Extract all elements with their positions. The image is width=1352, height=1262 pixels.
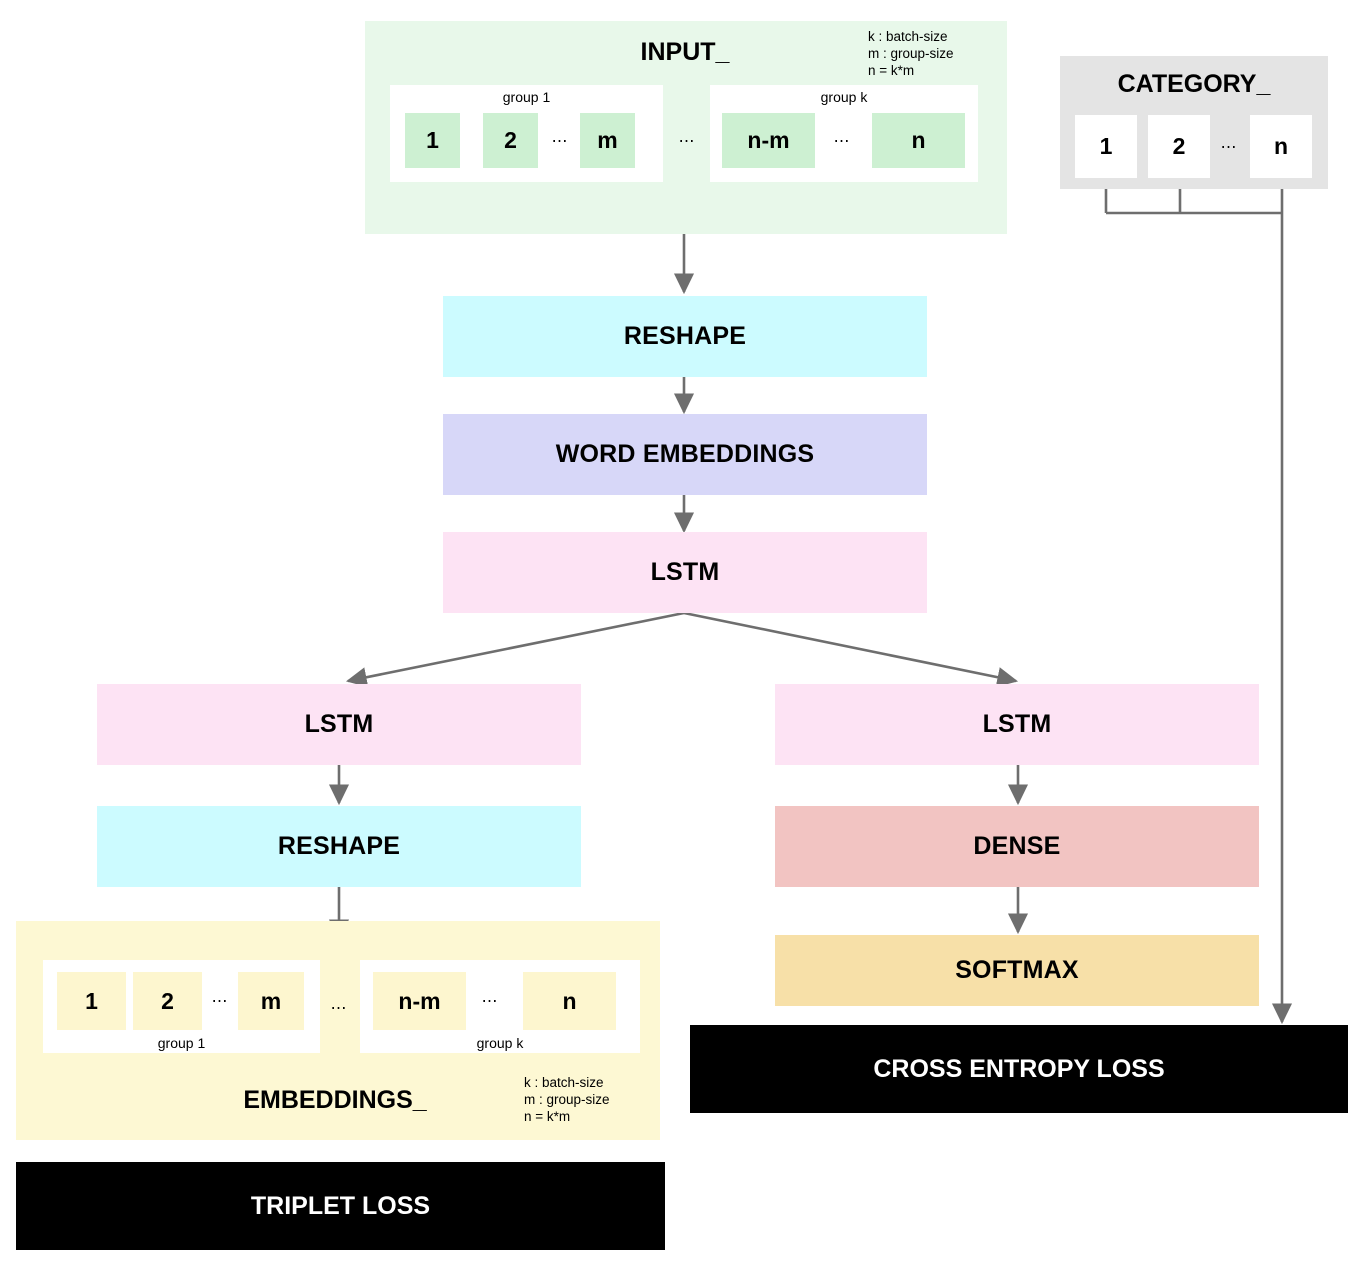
triplet-loss-box: TRIPLET LOSS (16, 1162, 665, 1250)
input-cell-2: 2 (483, 113, 538, 168)
embeddings-cell-2: 2 (133, 972, 202, 1030)
input-dots-between-groups: ⋯ (678, 132, 696, 150)
input-cell-n-minus-m: n-m (722, 113, 815, 168)
embeddings-cell-n: n (523, 972, 616, 1030)
cross-entropy-loss-box: CROSS ENTROPY LOSS (690, 1025, 1348, 1113)
input-legend: k : batch-size m : group-size n = k*m (868, 29, 954, 78)
stage-softmax: SOFTMAX (775, 935, 1259, 1006)
category-cell-1: 1 (1075, 115, 1137, 178)
stage-lstm-right: LSTM (775, 684, 1259, 765)
embeddings-group-1-label: group 1 (157, 1035, 206, 1051)
embeddings-dots-group-1: ⋯ (211, 993, 229, 1010)
input-cell-1: 1 (405, 113, 460, 168)
embeddings-legend: k : batch-size m : group-size n = k*m (524, 1075, 610, 1124)
stage-reshape-top: RESHAPE (443, 296, 927, 377)
embeddings-cell-m: m (238, 972, 304, 1030)
stage-dense: DENSE (775, 806, 1259, 887)
embeddings-cell-n-minus-m: n-m (373, 972, 466, 1030)
input-dots-group-1: ⋯ (551, 132, 569, 150)
input-panel-title: INPUT_ (640, 38, 730, 66)
embeddings-dots-group-k: ⋯ (481, 993, 499, 1010)
input-cell-n: n (872, 113, 965, 168)
embeddings-cell-1: 1 (57, 972, 126, 1030)
input-group-k-label: group k (820, 89, 868, 105)
embeddings-group-k-label: group k (476, 1035, 524, 1051)
category-cell-n: n (1250, 115, 1312, 178)
stage-word-embeddings: WORD EMBEDDINGS (443, 414, 927, 495)
input-group-1-label: group 1 (502, 89, 551, 105)
stage-reshape-left: RESHAPE (97, 806, 581, 887)
embeddings-dots-between-groups: ⋯ (330, 1000, 348, 1017)
input-cell-m: m (580, 113, 635, 168)
category-cell-2: 2 (1148, 115, 1210, 178)
stage-lstm-main: LSTM (443, 532, 927, 613)
category-dots: ⋯ (1220, 138, 1238, 156)
input-dots-group-k: ⋯ (833, 132, 851, 150)
embeddings-panel-title: EMBEDDINGS_ (243, 1086, 427, 1114)
stage-lstm-left: LSTM (97, 684, 581, 765)
category-panel-title: CATEGORY_ (1117, 70, 1271, 98)
